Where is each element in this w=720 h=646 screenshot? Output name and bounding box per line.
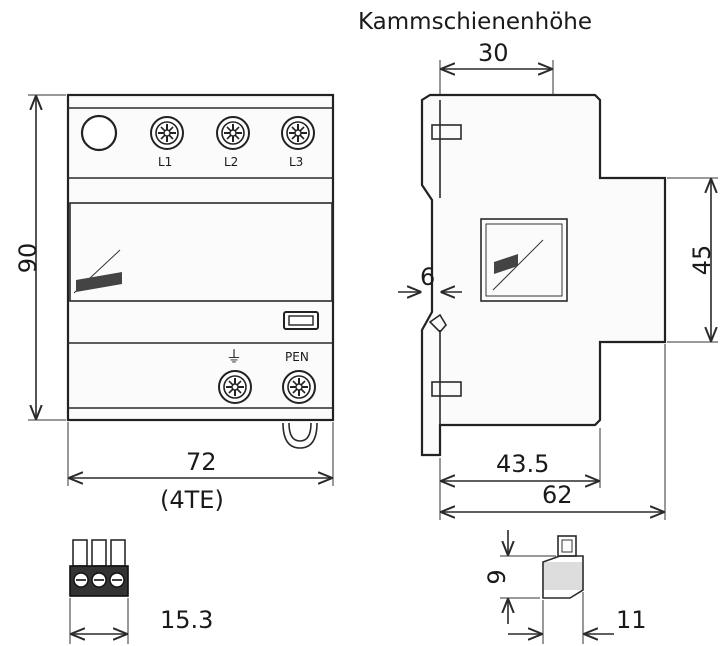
dimension-label-11: 11 (616, 606, 647, 634)
dimension-label-30: 30 (478, 39, 509, 67)
dehn-logo-icon (73, 249, 122, 294)
dimension-plug-11: 11 (508, 592, 647, 644)
screw-terminal-icon (216, 116, 250, 150)
plug-front-view (69, 539, 129, 597)
dimension-depth-43-5: 43.5 (439, 428, 601, 520)
screw-terminal-icon (218, 370, 252, 404)
dimension-label-6: 6 (420, 263, 435, 291)
dimension-label-43-5: 43.5 (496, 450, 549, 478)
earth-icon: ⏚ (226, 347, 242, 366)
dimension-label-9: 9 (483, 569, 511, 584)
screw-terminal-icon (150, 116, 184, 150)
dimension-label-45: 45 (688, 245, 716, 276)
screw-terminal-icon (281, 116, 315, 150)
dimension-plug-9: 9 (483, 530, 556, 624)
dimension-height-90: 90 (14, 94, 66, 421)
terminal-label-pen: PEN (285, 350, 309, 364)
front-view: L1 L2 L3 ⏚ PEN (66, 93, 335, 449)
dimension-label-15-3: 15.3 (160, 606, 213, 634)
terminal-label-l1: L1 (158, 155, 172, 169)
dehn-logo-icon (492, 239, 544, 291)
dimension-label-72: 72 (186, 448, 217, 476)
dimension-depth-62: 62 (442, 344, 666, 520)
terminal-label-l2: L2 (224, 155, 238, 169)
reset-hole (80, 114, 118, 152)
side-view (420, 93, 667, 457)
terminal-label-l3: L3 (289, 155, 303, 169)
dimension-top-30: 30 (439, 39, 554, 95)
dimension-label-4te: (4TE) (160, 486, 224, 514)
plug-side-view (542, 535, 584, 599)
dimension-gap-6: 6 (398, 263, 462, 292)
dimension-width-72: 72 (4TE) (67, 422, 334, 514)
dimension-right-45: 45 (667, 177, 718, 343)
dimension-plug-15-3: 15.3 (69, 598, 213, 644)
screw-terminal-icon (282, 370, 316, 404)
dimension-label-62: 62 (542, 481, 573, 509)
page-title: Kammschienenhöhe (358, 9, 592, 35)
dimension-label-90: 90 (14, 243, 42, 274)
